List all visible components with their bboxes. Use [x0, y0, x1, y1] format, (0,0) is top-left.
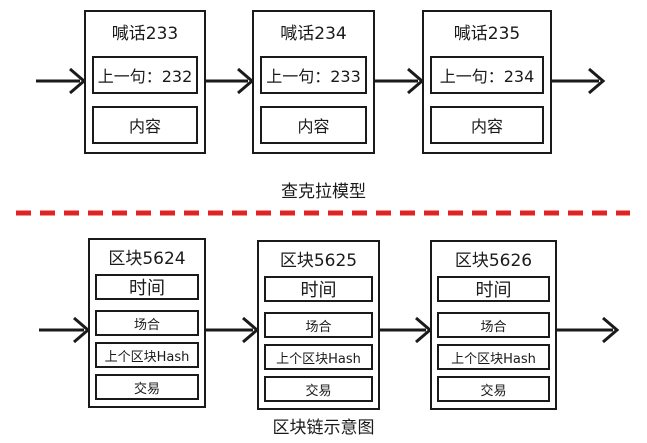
bottom-block-place: 场合 [95, 310, 199, 336]
top-block-content: 内容 [92, 106, 198, 144]
top-caption: 查克拉模型 [281, 181, 366, 202]
top-arrow-in [36, 67, 87, 95]
bottom-block-trade: 交易 [264, 376, 373, 402]
bottom-block-title: 区块5626 [454, 250, 533, 271]
bottom-block-time: 时间 [264, 276, 373, 302]
bottom-arrow-in [39, 316, 91, 344]
bottom-block-3: 区块5626 时间 场合 上个区块Hash 交易 [430, 240, 557, 410]
bottom-block-trade: 交易 [95, 374, 199, 400]
top-arrow-out [552, 67, 606, 95]
top-block-title: 喊话234 [280, 23, 347, 44]
top-block-content: 内容 [430, 106, 544, 144]
top-block-prev: 上一句：234 [430, 56, 544, 94]
bottom-block-1: 区块5624 时间 场合 上个区块Hash 交易 [88, 238, 206, 408]
bottom-block-title: 区块5624 [108, 248, 186, 269]
top-arrow-1-2 [206, 67, 255, 95]
bottom-block-time: 时间 [95, 274, 199, 300]
bottom-block-2: 区块5625 时间 场合 上个区块Hash 交易 [257, 240, 380, 410]
bottom-block-prev-hash: 上个区块Hash [437, 344, 550, 370]
bottom-arrow-out [557, 316, 620, 344]
bottom-block-prev-hash: 上个区块Hash [264, 344, 373, 370]
top-block-content: 内容 [260, 106, 367, 144]
top-block-2: 喊话234 上一句：233 内容 [252, 10, 375, 154]
bottom-arrow-2-3 [380, 316, 433, 344]
top-block-prev: 上一句：232 [92, 56, 198, 94]
bottom-caption: 区块链示意图 [272, 417, 375, 438]
bottom-block-time: 时间 [437, 276, 550, 302]
top-block-1: 喊话233 上一句：232 内容 [84, 10, 206, 154]
top-block-title: 喊话233 [111, 23, 179, 44]
top-block-3: 喊话235 上一句：234 内容 [422, 10, 552, 154]
bottom-block-place: 场合 [264, 312, 373, 338]
bottom-arrow-1-2 [206, 316, 260, 344]
bottom-block-place: 场合 [437, 312, 550, 338]
top-block-title: 喊话235 [453, 23, 521, 44]
top-arrow-2-3 [375, 67, 425, 95]
top-block-prev: 上一句：233 [260, 56, 367, 94]
bottom-block-prev-hash: 上个区块Hash [95, 342, 199, 368]
bottom-block-trade: 交易 [437, 376, 550, 402]
bottom-block-title: 区块5625 [279, 250, 358, 271]
